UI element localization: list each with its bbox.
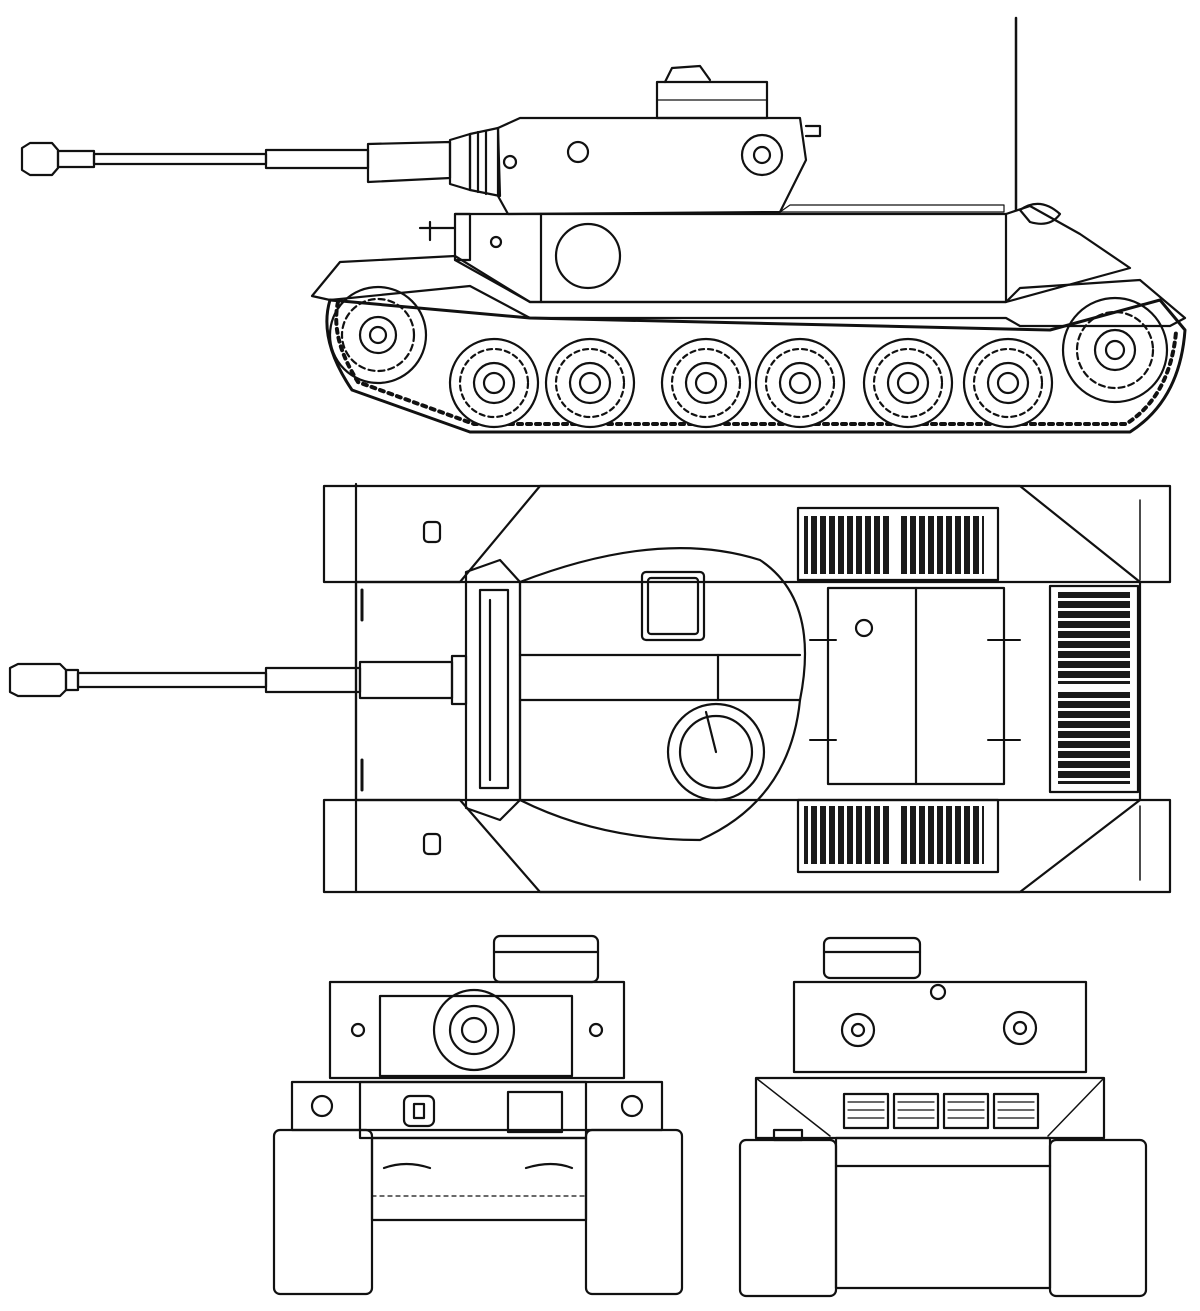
top-track-right bbox=[322, 798, 1172, 894]
road-wheel bbox=[660, 337, 752, 429]
side-view bbox=[20, 16, 1187, 434]
top-hull bbox=[354, 484, 1142, 894]
road-wheel bbox=[962, 337, 1054, 429]
rear-view bbox=[738, 936, 1148, 1298]
top-track-left bbox=[322, 484, 1172, 584]
side-hull bbox=[310, 202, 1187, 328]
road-wheels bbox=[448, 337, 1054, 429]
road-wheel bbox=[544, 337, 636, 429]
road-wheel bbox=[448, 337, 540, 429]
front-track-left bbox=[272, 1128, 374, 1296]
top-gun bbox=[8, 654, 468, 706]
rear-louvres bbox=[842, 1092, 1040, 1130]
rear-pistol-port-left bbox=[840, 1012, 876, 1048]
top-turret bbox=[518, 546, 807, 842]
front-view bbox=[272, 934, 684, 1296]
side-turret bbox=[496, 64, 822, 216]
front-mantlet bbox=[432, 988, 516, 1072]
front-track-right bbox=[584, 1128, 684, 1296]
road-wheel bbox=[862, 337, 954, 429]
rear-track-left bbox=[738, 1138, 838, 1298]
engine-grilles bbox=[796, 506, 1140, 874]
rear-pistol-port-right bbox=[1002, 1010, 1038, 1046]
top-hatch bbox=[640, 570, 706, 642]
rear-track-right bbox=[1048, 1138, 1148, 1298]
commander-cupola bbox=[666, 702, 766, 802]
drive-sprocket bbox=[328, 285, 428, 385]
idler-wheel bbox=[1061, 296, 1169, 404]
top-view bbox=[8, 482, 1172, 894]
side-gun bbox=[20, 126, 502, 198]
road-wheel bbox=[754, 337, 846, 429]
